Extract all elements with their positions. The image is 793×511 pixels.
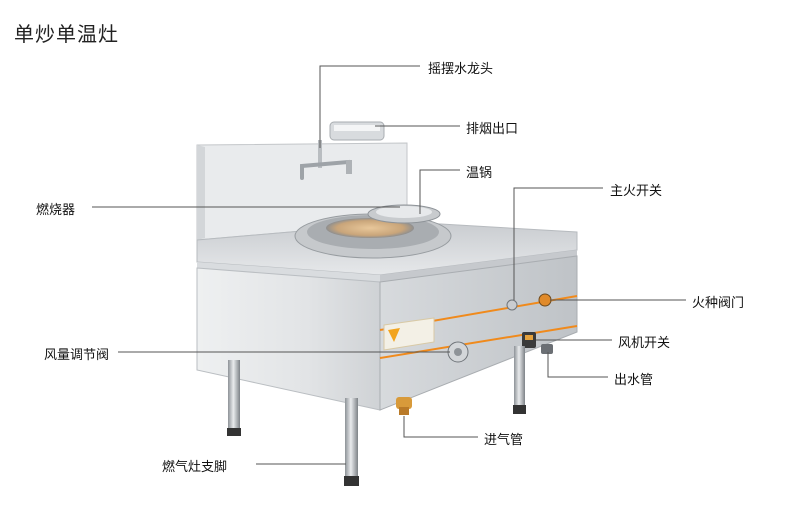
air-regulating-valve[interactable] (447, 341, 469, 363)
label-burner: 燃烧器 (36, 203, 76, 218)
label-exhaust-outlet: 排烟出口 (466, 122, 519, 137)
stove-legs (227, 346, 526, 486)
page-title: 单炒单温灶 (14, 22, 119, 46)
pilot-fire-valve[interactable] (538, 293, 552, 307)
label-fan-switch: 风机开关 (618, 336, 671, 351)
swing-faucet (300, 140, 352, 180)
label-air-regulating-valve: 风量调节阀 (44, 348, 110, 363)
main-fire-switch[interactable] (506, 299, 518, 311)
label-gas-inlet: 进气管 (484, 433, 524, 448)
gas-inlet-pipe (396, 397, 412, 415)
burner-ring (294, 213, 452, 259)
exhaust-outlet (329, 121, 385, 141)
label-swing-faucet: 摇摆水龙头 (428, 62, 494, 77)
label-main-fire-switch: 主火开关 (610, 184, 663, 199)
label-pilot-fire-valve: 火种阀门 (692, 296, 745, 311)
label-warming-pot: 温锅 (466, 166, 493, 181)
label-stove-legs: 燃气灶支脚 (162, 460, 228, 475)
label-water-outlet: 出水管 (614, 373, 654, 388)
brand-plate (383, 317, 435, 351)
stove-body-front (196, 267, 381, 411)
warming-pot (367, 204, 441, 224)
water-outlet-pipe (541, 344, 553, 354)
stove-body-side (379, 255, 578, 411)
leader-lines (92, 65, 686, 465)
